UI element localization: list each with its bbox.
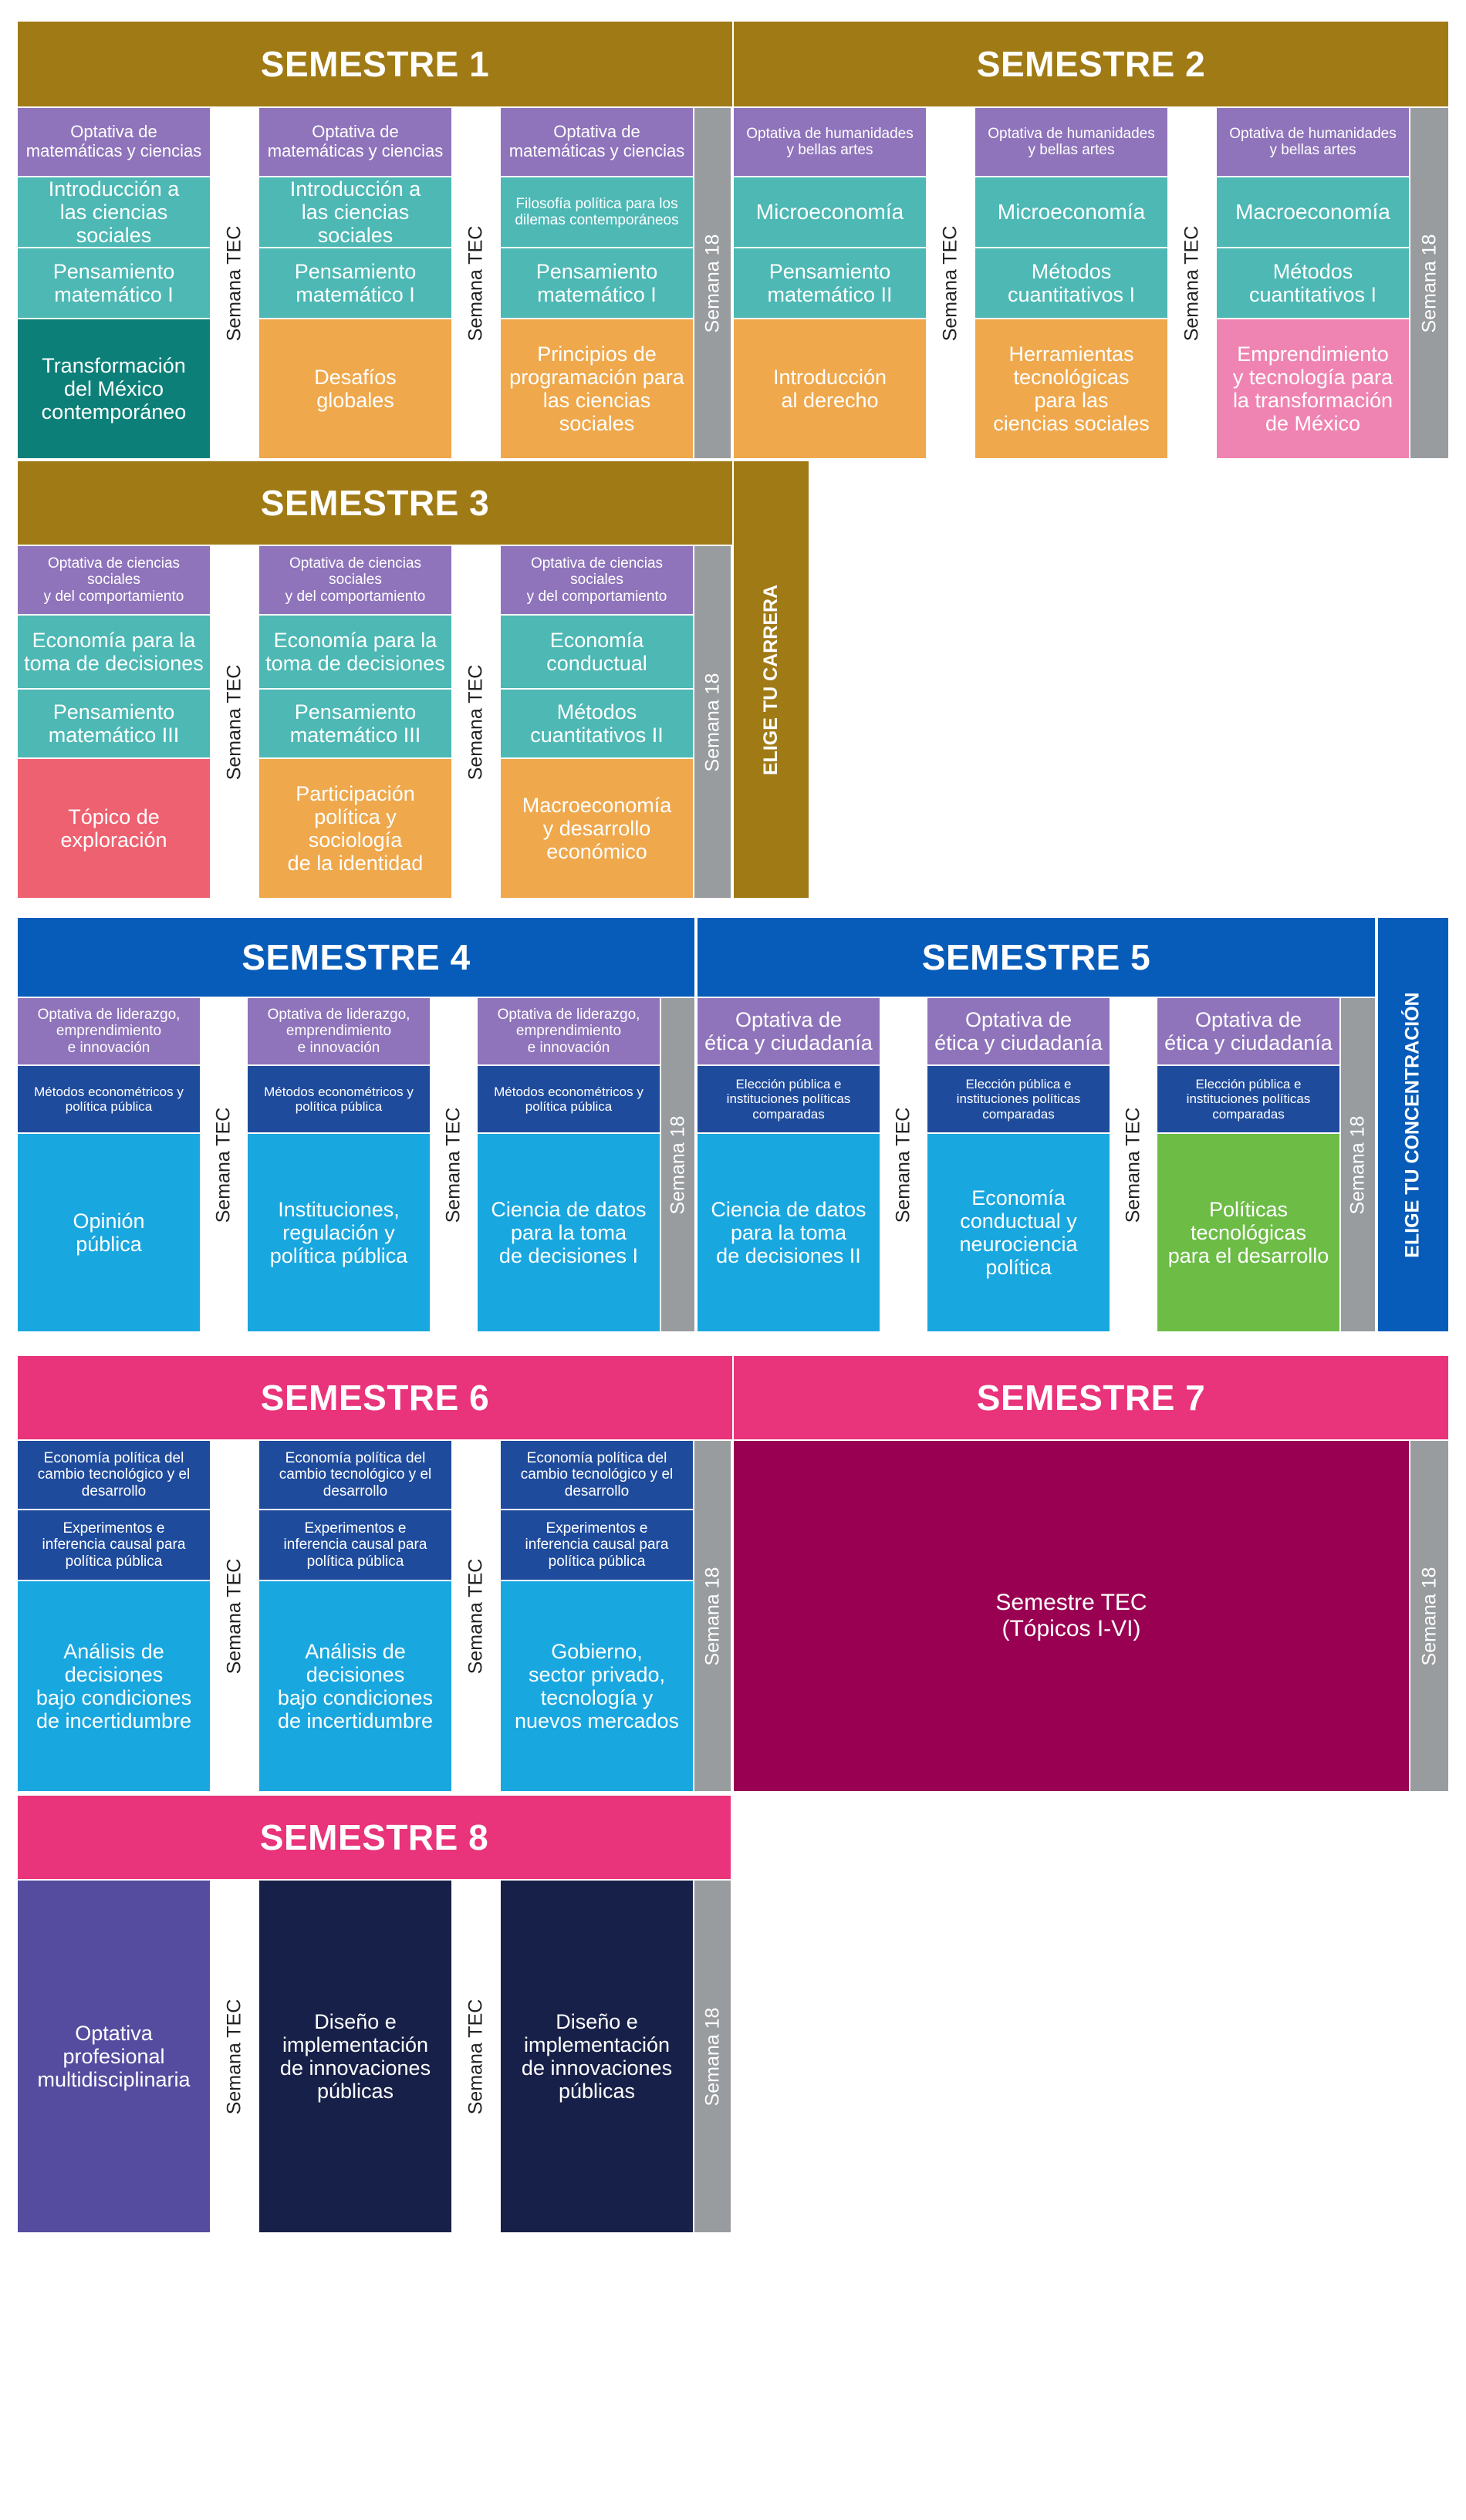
semester-7-header: SEMESTRE 7	[734, 1356, 1448, 1439]
course-cell: Optativa de matemáticas y ciencias	[18, 108, 210, 176]
course-cell: Ciencia de datos para la toma de decisio…	[698, 1134, 880, 1331]
course-cell: Optativa de humanidades y bellas artes	[734, 108, 926, 176]
semester-4-header: SEMESTRE 4	[18, 918, 694, 997]
course-cell: Herramientas tecnológicas para las cienc…	[975, 319, 1167, 458]
course-cell: Diseño e implementación de innovaciones …	[501, 1881, 693, 2232]
course-cell: Optativa de ciencias sociales y del comp…	[259, 546, 451, 614]
course-cell: Políticas tecnológicas para el desarroll…	[1157, 1134, 1339, 1331]
course-cell: Experimentos e inferencia causal para po…	[501, 1510, 693, 1580]
course-cell: Microeconomía	[734, 177, 926, 247]
semana-tec-label: Semana TEC	[464, 225, 487, 341]
course-cell: Métodos econométricos y política pública	[248, 1066, 430, 1132]
semana-tec-label: Semana TEC	[223, 664, 245, 780]
course-cell: Optativa profesional multidisciplinaria	[18, 1881, 210, 2232]
semana-tec-label: Semana TEC	[939, 225, 961, 341]
semana-tec-label: Semana TEC	[223, 1558, 245, 1674]
semana-18-label: Semana 18	[694, 108, 731, 458]
semana-tec-label: Semana TEC	[223, 225, 245, 341]
course-cell: Optativa de matemáticas y ciencias	[501, 108, 693, 176]
course-cell: Pensamiento matemático II	[734, 248, 926, 318]
semana-tec-label: Semana TEC	[464, 1999, 487, 2114]
course-cell: Métodos cuantitativos I	[1217, 248, 1409, 318]
course-cell: Transformación del México contemporáneo	[18, 319, 210, 458]
semana-tec-label: Semana TEC	[464, 1558, 487, 1674]
semana-18-label: Semana 18	[694, 1441, 731, 1791]
semana-18-label: Semana 18	[694, 1881, 731, 2232]
course-cell: Introducción al derecho	[734, 319, 926, 458]
course-cell: Instituciones, regulación y política púb…	[248, 1134, 430, 1331]
course-cell: Ciencia de datos para la toma de decisio…	[478, 1134, 660, 1331]
course-cell: Elección pública e instituciones polític…	[698, 1066, 880, 1132]
course-cell: Economía para la toma de decisiones	[18, 616, 210, 688]
semester-5-header: SEMESTRE 5	[698, 918, 1375, 997]
elige-tu-concentracion-banner: ELIGE TU CONCENTRACIÓN	[1378, 918, 1448, 1331]
course-cell: Tópico de exploración	[18, 759, 210, 898]
semana-tec-label: Semana TEC	[892, 1107, 914, 1223]
course-cell: Principios de programación para las cien…	[501, 319, 693, 458]
course-cell: Opinión pública	[18, 1134, 200, 1331]
semester-6-header: SEMESTRE 6	[18, 1356, 732, 1439]
course-cell: Experimentos e inferencia causal para po…	[259, 1510, 451, 1580]
course-cell: Pensamiento matemático I	[501, 248, 693, 318]
course-cell: Optativa de liderazgo, emprendimiento e …	[18, 998, 200, 1064]
course-cell: Macroeconomía	[1217, 177, 1409, 247]
semana-18-label: Semana 18	[694, 546, 731, 898]
semana-18-label: Semana 18	[1410, 1441, 1448, 1791]
course-cell: Pensamiento matemático I	[259, 248, 451, 318]
course-cell: Introducción a las ciencias sociales	[259, 177, 451, 247]
course-cell: Diseño e implementación de innovaciones …	[259, 1881, 451, 2232]
semana-tec-label: Semana TEC	[212, 1107, 235, 1223]
course-cell: Desafíos globales	[259, 319, 451, 458]
elige-tu-carrera-banner: ELIGE TU CARRERA	[734, 461, 809, 898]
semana-tec-label: Semana TEC	[464, 664, 487, 780]
course-cell: Gobierno, sector privado, tecnología y n…	[501, 1581, 693, 1791]
course-cell: Optativa de matemáticas y ciencias	[259, 108, 451, 176]
course-cell: Participación política y sociología de l…	[259, 759, 451, 898]
course-cell: Introducción a las ciencias sociales	[18, 177, 210, 247]
semana-18-label: Semana 18	[1341, 998, 1375, 1331]
course-cell: Métodos cuantitativos I	[975, 248, 1167, 318]
course-cell: Optativa de ética y ciudadanía	[1157, 998, 1339, 1064]
course-cell: Optativa de ética y ciudadanía	[927, 998, 1110, 1064]
course-cell: Economía política del cambio tecnológico…	[18, 1441, 210, 1509]
semana-18-label: Semana 18	[661, 998, 694, 1331]
course-cell: Optativa de liderazgo, emprendimiento e …	[478, 998, 660, 1064]
course-cell: Experimentos e inferencia causal para po…	[18, 1510, 210, 1580]
course-cell: Análisis de decisiones bajo condiciones …	[18, 1581, 210, 1791]
semana-tec-label: Semana TEC	[223, 1999, 245, 2114]
semestre-tec-block: Semestre TEC (Tópicos I-VI)	[734, 1441, 1409, 1791]
course-cell: Macroeconomía y desarrollo económico	[501, 759, 693, 898]
course-cell: Pensamiento matemático III	[259, 690, 451, 757]
course-cell: Pensamiento matemático III	[18, 690, 210, 757]
course-cell: Elección pública e instituciones polític…	[1157, 1066, 1339, 1132]
course-cell: Filosofía política para los dilemas cont…	[501, 177, 693, 247]
semana-tec-label: Semana TEC	[1122, 1107, 1144, 1223]
course-cell: Optativa de ciencias sociales y del comp…	[18, 546, 210, 614]
semester-8-header: SEMESTRE 8	[18, 1796, 731, 1879]
course-cell: Métodos econométricos y política pública	[18, 1066, 200, 1132]
course-cell: Optativa de liderazgo, emprendimiento e …	[248, 998, 430, 1064]
semester-3-header: SEMESTRE 3	[18, 461, 732, 545]
course-cell: Análisis de decisiones bajo condiciones …	[259, 1581, 451, 1791]
course-cell: Pensamiento matemático I	[18, 248, 210, 318]
semester-2-header: SEMESTRE 2	[734, 22, 1448, 106]
course-cell: Optativa de ciencias sociales y del comp…	[501, 546, 693, 614]
semana-tec-label: Semana TEC	[1181, 225, 1203, 341]
course-cell: Elección pública e instituciones polític…	[927, 1066, 1110, 1132]
course-cell: Economía política del cambio tecnológico…	[501, 1441, 693, 1509]
course-cell: Microeconomía	[975, 177, 1167, 247]
course-cell: Métodos cuantitativos II	[501, 690, 693, 757]
semana-18-label: Semana 18	[1410, 108, 1448, 458]
course-cell: Economía conductual y neurociencia polít…	[927, 1134, 1110, 1331]
course-cell: Optativa de humanidades y bellas artes	[1217, 108, 1409, 176]
semana-tec-label: Semana TEC	[442, 1107, 464, 1223]
course-cell: Economía para la toma de decisiones	[259, 616, 451, 688]
course-cell: Optativa de ética y ciudadanía	[698, 998, 880, 1064]
course-cell: Economía conductual	[501, 616, 693, 688]
course-cell: Optativa de humanidades y bellas artes	[975, 108, 1167, 176]
course-cell: Emprendimiento y tecnología para la tran…	[1217, 319, 1409, 458]
course-cell: Economía política del cambio tecnológico…	[259, 1441, 451, 1509]
semester-1-header: SEMESTRE 1	[18, 22, 732, 106]
course-cell: Métodos econométricos y política pública	[478, 1066, 660, 1132]
